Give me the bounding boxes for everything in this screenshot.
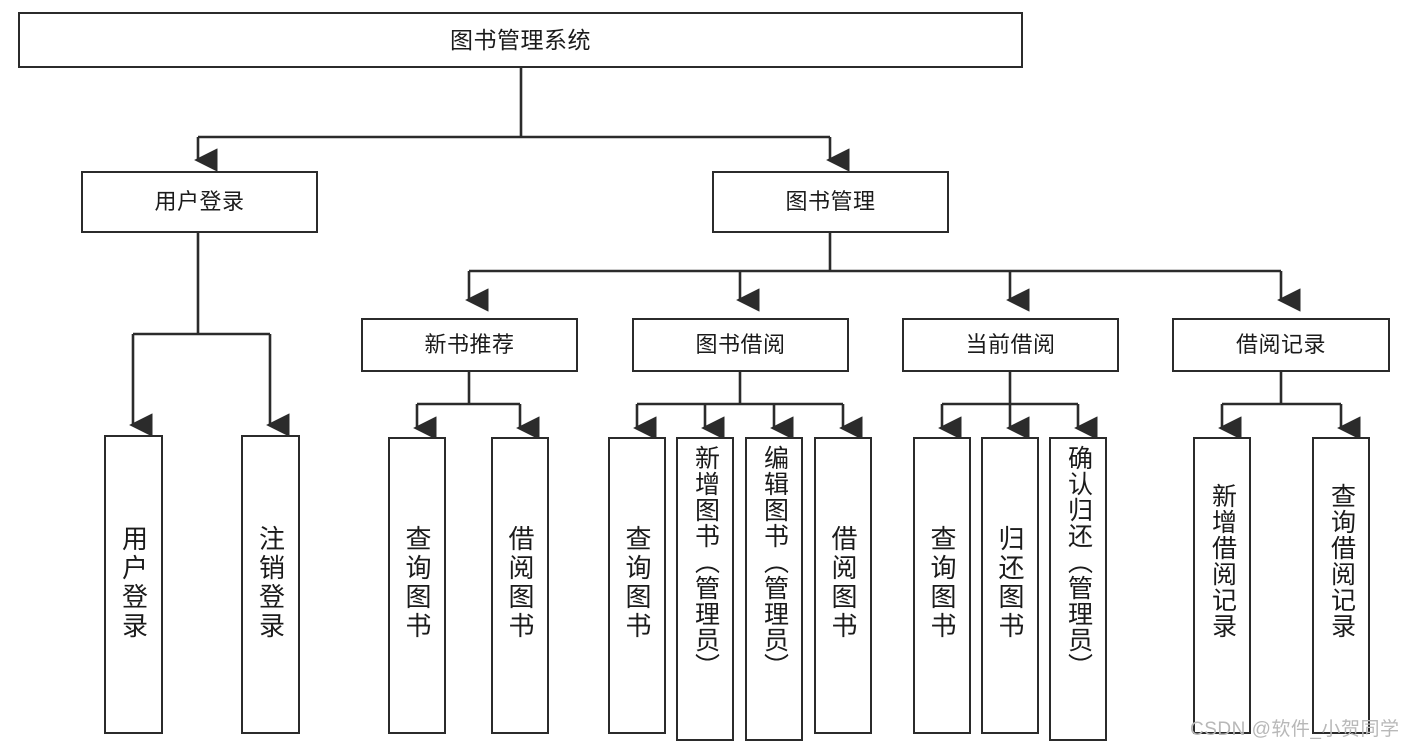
node-leaf-query-book-1[interactable]: 查询图书 [388,437,446,734]
node-borrow-record[interactable]: 借阅记录 [1172,318,1390,372]
node-leaf-borrow-book-2-label: 借阅图书 [828,525,858,641]
node-leaf-query-book-3[interactable]: 查询图书 [913,437,971,734]
node-leaf-edit-book-label: 编辑图书（管理员） [760,445,789,679]
node-book-borrow[interactable]: 图书借阅 [632,318,849,372]
node-user-login[interactable]: 用户登录 [81,171,318,233]
node-leaf-query-book-3-label: 查询图书 [927,525,957,641]
node-current-borrow[interactable]: 当前借阅 [902,318,1119,372]
node-leaf-query-book-2[interactable]: 查询图书 [608,437,666,734]
node-book-manage[interactable]: 图书管理 [712,171,949,233]
node-leaf-query-record[interactable]: 查询借阅记录 [1312,437,1370,734]
node-leaf-query-book-1-label: 查询图书 [402,525,432,641]
node-leaf-confirm-return[interactable]: 确认归还（管理员） [1049,437,1107,741]
node-book-manage-label: 图书管理 [785,189,876,215]
node-leaf-add-book[interactable]: 新增图书（管理员） [676,437,734,741]
node-leaf-borrow-book-1[interactable]: 借阅图书 [491,437,549,734]
node-leaf-user-login[interactable]: 用户登录 [104,435,163,734]
node-user-login-label: 用户登录 [154,189,245,215]
node-leaf-logout-label: 注销登录 [255,525,286,641]
node-new-book-rec[interactable]: 新书推荐 [361,318,578,372]
node-leaf-borrow-book-2[interactable]: 借阅图书 [814,437,872,734]
node-leaf-query-record-label: 查询借阅记录 [1327,483,1356,639]
node-leaf-return-book-label: 归还图书 [995,525,1025,641]
node-leaf-borrow-book-1-label: 借阅图书 [505,525,535,641]
node-root-label: 图书管理系统 [450,26,591,53]
node-current-borrow-label: 当前借阅 [965,332,1056,358]
node-leaf-logout[interactable]: 注销登录 [241,435,300,734]
node-new-book-rec-label: 新书推荐 [424,332,515,358]
node-leaf-edit-book[interactable]: 编辑图书（管理员） [745,437,803,741]
node-leaf-confirm-return-label: 确认归还（管理员） [1064,445,1093,679]
node-book-borrow-label: 图书借阅 [695,332,786,358]
node-leaf-add-record[interactable]: 新增借阅记录 [1193,437,1251,734]
node-borrow-record-label: 借阅记录 [1235,332,1326,358]
node-root[interactable]: 图书管理系统 [18,12,1023,68]
node-leaf-query-book-2-label: 查询图书 [622,525,652,641]
node-leaf-add-book-label: 新增图书（管理员） [691,445,720,679]
node-leaf-add-record-label: 新增借阅记录 [1208,483,1237,639]
csdn-watermark: CSDN @软件_小贺同学 [1190,719,1400,740]
node-leaf-return-book[interactable]: 归还图书 [981,437,1039,734]
node-leaf-user-login-label: 用户登录 [118,525,149,641]
